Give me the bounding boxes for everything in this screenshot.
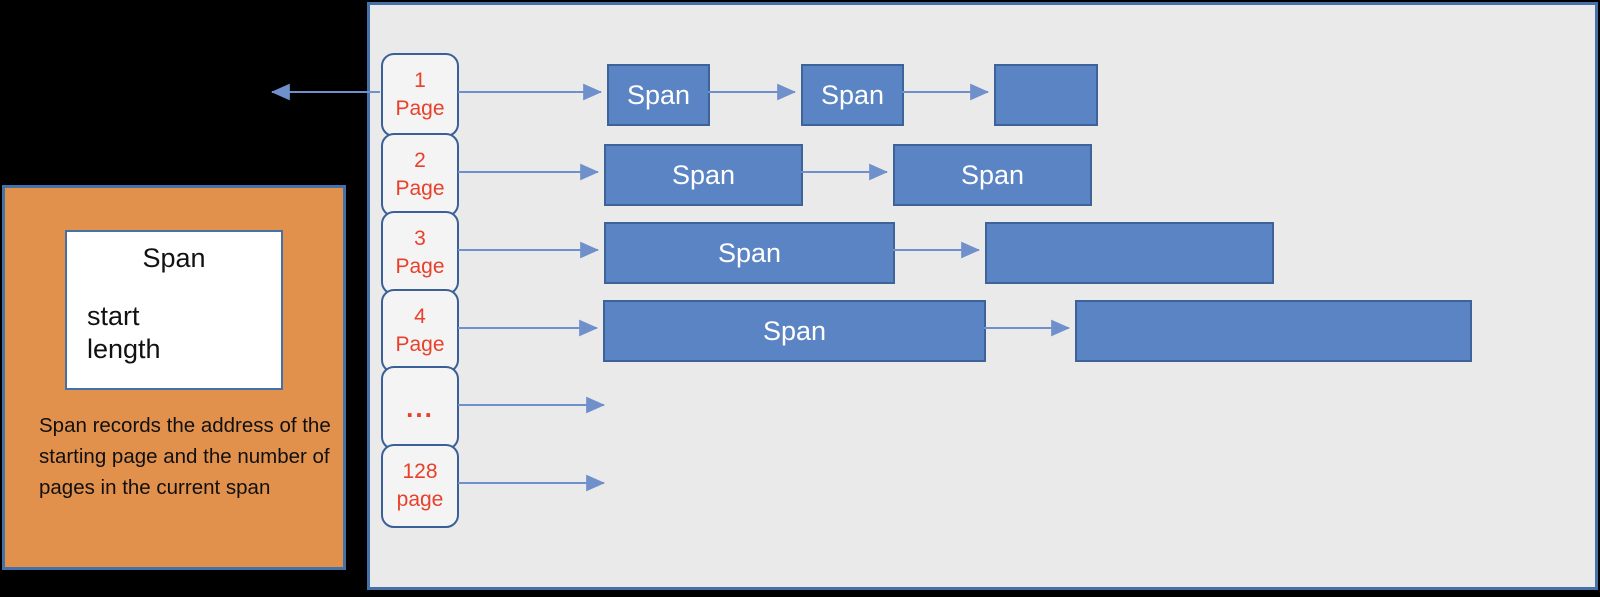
span-struct-field-list: start length xyxy=(67,300,281,366)
page-card-unit: Page xyxy=(395,333,445,356)
span-block[interactable]: Span xyxy=(604,222,895,284)
page-card-ellipsis[interactable]: ... xyxy=(381,366,459,450)
span-struct-box: Span start length xyxy=(65,230,283,390)
page-card-unit: Page xyxy=(395,177,445,200)
span-block[interactable]: Span xyxy=(603,300,986,362)
span-block[interactable]: Span xyxy=(607,64,710,126)
span-block-label: Span xyxy=(671,159,736,190)
span-block-label: Span xyxy=(820,79,885,110)
span-block[interactable]: Span xyxy=(801,64,904,126)
page-card-number: ... xyxy=(406,392,434,423)
page-card-number: 4 xyxy=(414,304,426,328)
span-block-label: Span xyxy=(626,79,691,110)
legend-panel: Span start length Span records the addre… xyxy=(2,185,346,570)
span-block-unlabeled[interactable] xyxy=(1075,300,1472,362)
page-card-unit: Page xyxy=(395,97,445,120)
span-struct-field-start: start xyxy=(87,300,140,331)
span-block-unlabeled[interactable] xyxy=(985,222,1274,284)
page-card-number: 1 xyxy=(414,68,426,92)
span-block[interactable]: Span xyxy=(604,144,803,206)
page-card-128[interactable]: 128 page xyxy=(381,444,459,528)
page-card-number: 2 xyxy=(414,148,426,172)
page-card-unit: Page xyxy=(395,255,445,278)
page-card-number: 128 xyxy=(402,459,438,483)
page-card-number: 3 xyxy=(414,226,426,250)
span-block-label: Span xyxy=(960,159,1025,190)
span-struct-field-length: length xyxy=(87,333,161,364)
span-struct-title: Span xyxy=(142,243,206,273)
legend-caption: Span records the address of the starting… xyxy=(39,414,331,500)
span-block-label: Span xyxy=(717,237,782,268)
page-card-unit: page xyxy=(396,488,444,511)
span-block-label: Span xyxy=(762,315,827,346)
span-block[interactable]: Span xyxy=(893,144,1092,206)
span-block-unlabeled[interactable] xyxy=(994,64,1098,126)
